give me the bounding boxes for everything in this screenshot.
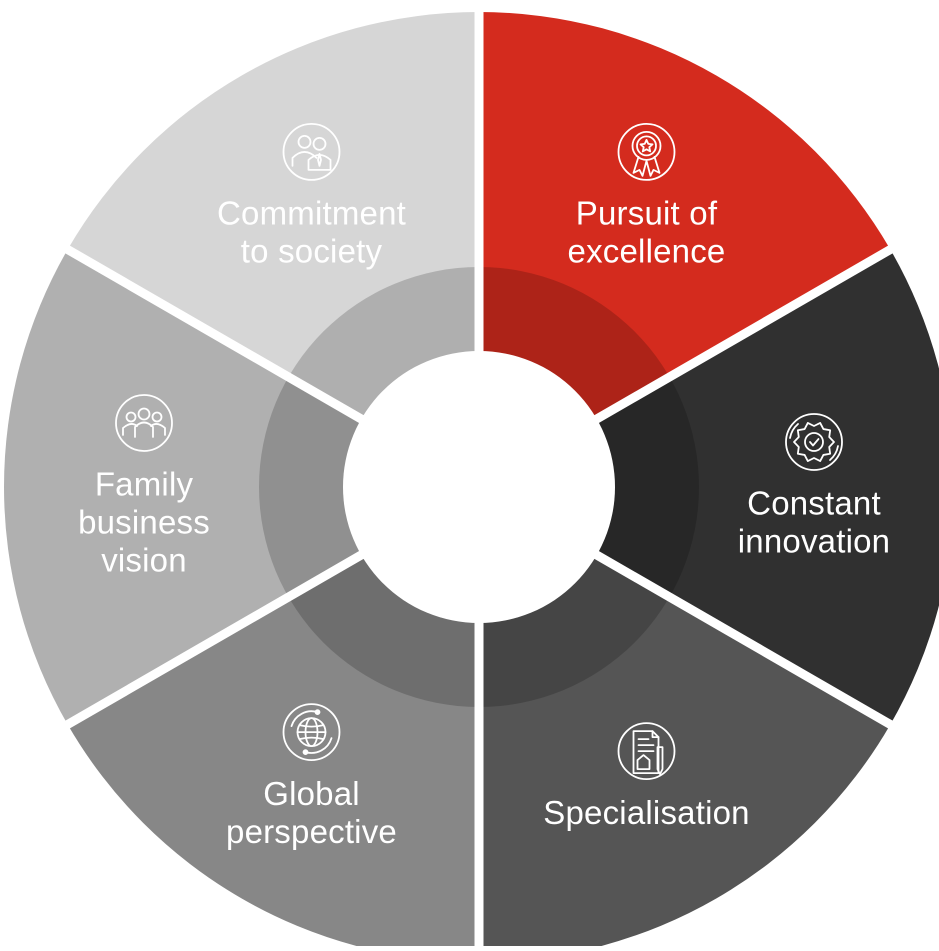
segment-label-line: to society [241, 233, 383, 270]
segment-label-line: excellence [568, 233, 726, 270]
award-medal-icon [617, 122, 676, 181]
segment-label-line: Global [263, 775, 360, 812]
segment-label-line: perspective [226, 813, 397, 850]
segment-family [4, 249, 480, 725]
family-group-icon [115, 394, 173, 452]
segment-label-line: Specialisation [543, 794, 749, 831]
segment-pursuit [479, 12, 891, 487]
globe-network-icon [282, 703, 341, 762]
segments-layer [4, 12, 939, 951]
segment-label-line: Pursuit of [576, 195, 718, 232]
segment-label-line: Constant [747, 485, 881, 522]
segment-society [67, 12, 479, 487]
segment-label-line: vision [101, 542, 187, 579]
segment-global [67, 487, 479, 951]
segment-label-line: Commitment [217, 195, 406, 232]
segment-label-line: Family [95, 466, 194, 503]
document-pen-icon [617, 722, 676, 781]
center-hub [343, 351, 615, 623]
people-society-icon [282, 122, 341, 181]
gear-check-icon [785, 413, 843, 471]
segment-content-specialisation: Specialisation [543, 722, 750, 831]
segment-innovation [479, 249, 939, 725]
segment-specialisation [479, 487, 891, 951]
segment-label-specialisation: Specialisation [543, 794, 749, 831]
segment-label-line: innovation [738, 523, 890, 560]
segment-label-line: business [78, 504, 210, 541]
